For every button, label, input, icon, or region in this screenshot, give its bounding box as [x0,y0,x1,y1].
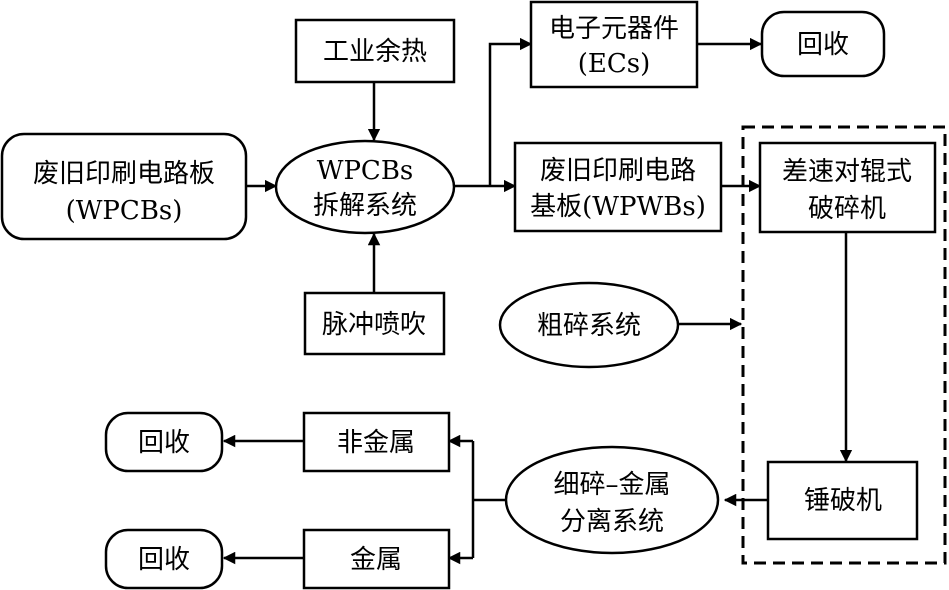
node-wpcbs-line1: 废旧印刷电路板 [33,159,215,189]
node-recycle-nonmetal: 回收 [104,411,224,473]
node-wpwbs-line1: 废旧印刷电路 [540,156,696,186]
node-nonmetal: 非金属 [302,411,451,473]
node-coarse-system: 粗碎系统 [498,281,680,369]
node-ecs: 电子元器件 (ECs) [529,0,699,89]
node-disassembly-line1: WPCBs [317,156,414,186]
node-fine-separation-line1: 细碎–金属 [553,470,670,500]
node-fine-separation-line2: 分离系统 [560,507,664,537]
node-roller-crusher: 差速对辊式 破碎机 [758,141,937,234]
node-metal-label: 金属 [350,545,402,575]
node-wpcbs: 废旧印刷电路板 (WPCBs) [0,132,248,241]
edge-split-to-ecs [488,37,533,186]
coarse-system-group-border [741,125,947,565]
node-nonmetal-label: 非金属 [337,428,415,458]
node-wpwbs: 废旧印刷电路 基板(WPWBs) [513,141,723,233]
node-ecs-line2: (ECs) [578,49,651,79]
node-pulse-jet-label: 脉冲喷吹 [322,310,426,340]
node-wpcbs-line2: (WPCBs) [66,196,183,226]
node-hammer-crusher: 锤破机 [766,460,919,541]
node-waste-heat-label: 工业余热 [323,37,427,67]
node-recycle-nonmetal-label: 回收 [138,428,190,458]
node-roller-crusher-line1: 差速对辊式 [782,157,912,187]
node-recycle-ecs: 回收 [760,10,886,78]
node-pulse-jet: 脉冲喷吹 [303,291,446,356]
node-coarse-system-label: 粗碎系统 [537,311,641,341]
node-disassembly-line2: 拆解系统 [313,191,417,221]
node-recycle-ecs-label: 回收 [797,30,849,60]
node-waste-heat: 工业余热 [294,18,456,84]
edges [222,37,853,565]
node-recycle-metal: 回收 [104,528,224,590]
node-disassembly-system: WPCBs 拆解系统 [274,139,456,235]
node-hammer-crusher-label: 锤破机 [804,486,882,516]
node-recycle-metal-label: 回收 [138,545,190,575]
node-roller-crusher-line2: 破碎机 [808,194,886,224]
node-metal: 金属 [302,528,451,590]
node-ecs-line1: 电子元器件 [549,14,679,44]
node-wpwbs-line2: 基板(WPWBs) [530,192,706,222]
node-fine-separation-system: 细碎–金属 分离系统 [504,445,720,555]
